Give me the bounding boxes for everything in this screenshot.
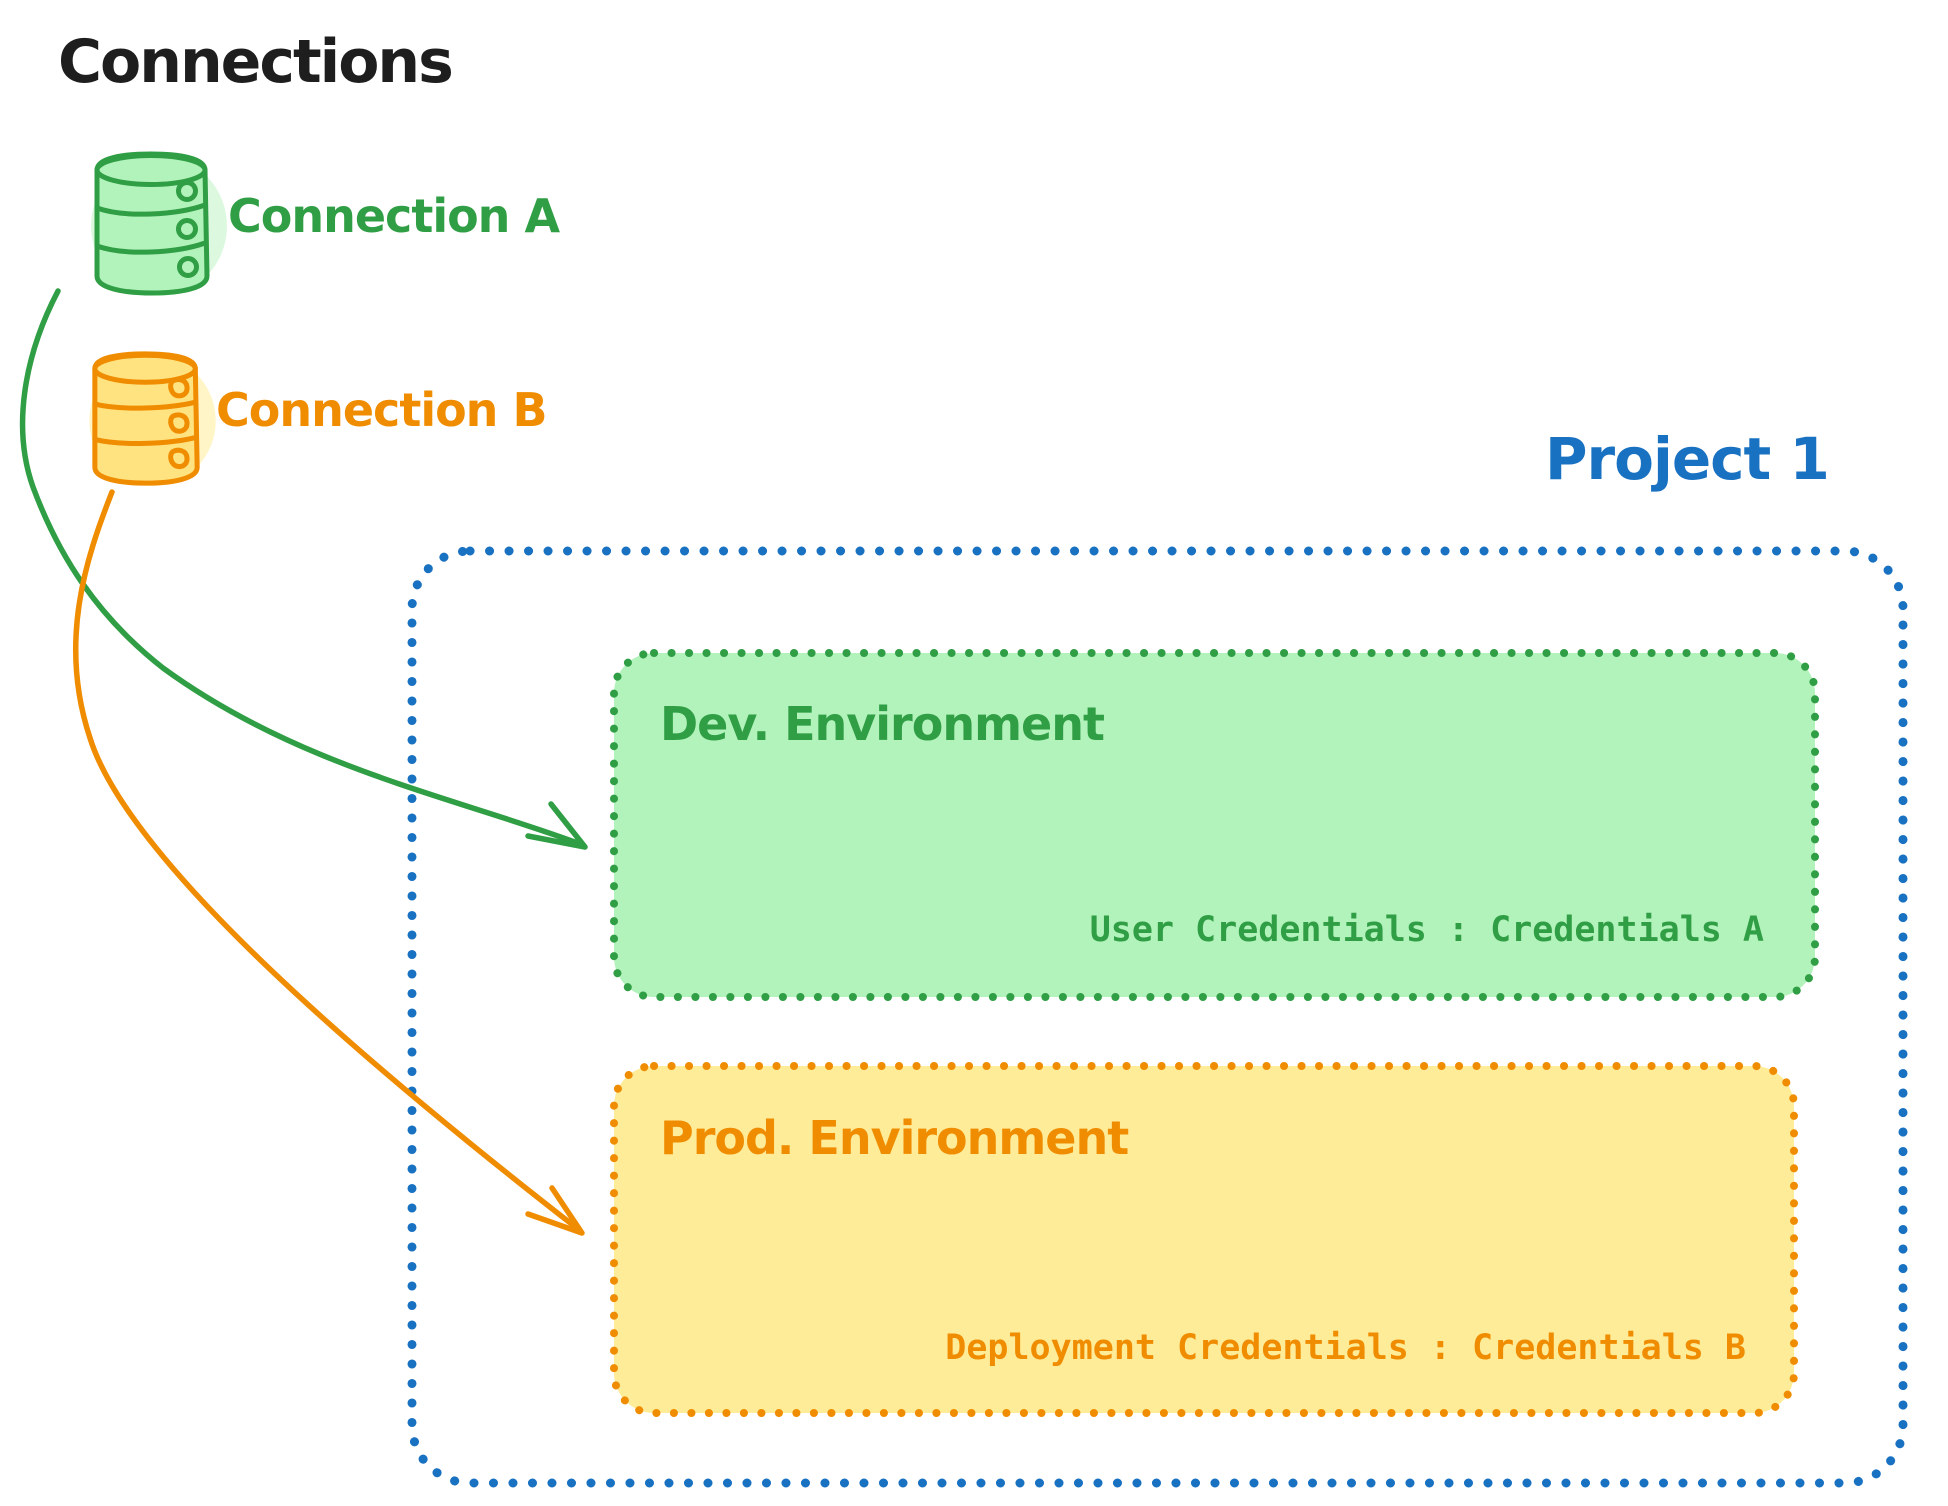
connection-a-database-icon: [91, 151, 227, 296]
connection-b-database-icon: [89, 351, 216, 486]
connection-b-arrow: [73, 489, 585, 1236]
dev-environment-title: Dev. Environment: [660, 697, 1105, 751]
dev-environment-box: [610, 649, 1819, 1001]
connection-a-arrow: [19, 288, 588, 850]
prod-environment-title: Prod. Environment: [660, 1111, 1129, 1165]
connection-a-arrowhead-icon: [525, 801, 588, 850]
page-title: Connections: [58, 27, 454, 97]
connection-b-arrowhead-icon: [525, 1185, 585, 1236]
dev-environment-credentials-text: User Credentials : Credentials A: [1089, 910, 1764, 950]
connection-b-label: Connection B: [216, 383, 548, 437]
prod-environment-box: [610, 1062, 1798, 1417]
connection-a-label: Connection A: [228, 189, 560, 243]
project-boundary-box: [407, 546, 1908, 1488]
project-label: Project 1: [1545, 425, 1830, 493]
prod-environment-credentials-text: Deployment Credentials : Credentials B: [945, 1328, 1746, 1368]
